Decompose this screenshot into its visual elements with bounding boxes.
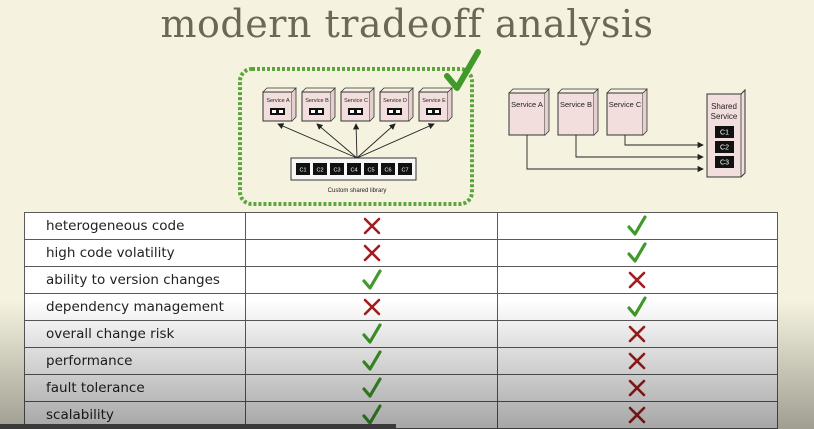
shared-library-rating xyxy=(245,212,498,240)
cross-icon xyxy=(629,352,646,370)
shared-service-label: Shared xyxy=(711,102,737,111)
cross-icon xyxy=(629,271,646,289)
shared-library-rating xyxy=(245,293,498,321)
check-icon xyxy=(627,242,647,263)
library-label: Custom shared library xyxy=(328,188,387,194)
check-icon xyxy=(361,350,382,371)
cross-icon xyxy=(629,325,646,343)
shared-service-rating xyxy=(496,347,779,375)
check-icon xyxy=(361,323,382,344)
shared-library-rating xyxy=(245,320,498,348)
table-row: overall change risk xyxy=(23,320,779,348)
component-label: C3 xyxy=(333,168,340,174)
check-icon xyxy=(361,269,382,290)
table-row: fault tolerance xyxy=(23,374,779,402)
component-label: C7 xyxy=(401,168,408,174)
service-label: Service A xyxy=(511,100,543,109)
check-icon xyxy=(627,215,647,236)
component-label: C2 xyxy=(720,145,729,152)
check-icon xyxy=(361,404,382,425)
library-component: C1 xyxy=(296,163,310,175)
service-label: Service B xyxy=(560,100,592,109)
service-label: Service A xyxy=(266,98,290,104)
library-component: C3 xyxy=(330,163,344,175)
shared-library-option: Service A Service B Service C Service D Serv… xyxy=(238,49,481,206)
dependency-arrow xyxy=(526,135,704,173)
service-component: C1 xyxy=(715,126,734,138)
criterion-label: dependency management xyxy=(23,293,247,321)
shared-service-rating xyxy=(496,401,779,429)
service-box: Service B xyxy=(557,88,599,136)
service-label: Service C xyxy=(609,100,642,109)
check-icon xyxy=(627,296,647,317)
service-box: Service B xyxy=(301,87,336,122)
video-progress-bar xyxy=(0,424,396,429)
shared-service-option: Service A Service B Service C Shared Servi… xyxy=(508,88,746,178)
shared-service-rating xyxy=(496,266,779,294)
shared-library-rating xyxy=(245,347,498,375)
service-box: Service D xyxy=(379,87,414,122)
service-box: Service C xyxy=(340,87,375,122)
service-component: C3 xyxy=(715,156,734,168)
component-label: C4 xyxy=(350,168,357,174)
criterion-label: ability to version changes xyxy=(23,266,247,294)
shared-service-rating xyxy=(496,293,779,321)
dependency-arrow xyxy=(624,135,704,149)
dependency-arrow xyxy=(575,135,704,161)
table-row: high code volatility xyxy=(23,239,779,267)
table-row: heterogeneous code xyxy=(23,212,779,240)
shared-service-label-2: Service xyxy=(711,112,738,121)
library-component: C2 xyxy=(313,163,327,175)
library-component: C4 xyxy=(347,163,361,175)
check-icon xyxy=(444,49,481,91)
shared-library-rating xyxy=(245,266,498,294)
service-box: Service C xyxy=(606,88,648,136)
component-label: C6 xyxy=(384,168,391,174)
criterion-label: performance xyxy=(23,347,247,375)
component-label: C1 xyxy=(720,130,729,137)
component-label: C1 xyxy=(299,168,306,174)
library-component: C6 xyxy=(381,163,395,175)
cross-icon xyxy=(629,406,646,424)
cross-icon xyxy=(363,217,380,235)
table-row: ability to version changes xyxy=(23,266,779,294)
cross-icon xyxy=(363,298,380,316)
service-label: Service C xyxy=(344,98,368,104)
service-label: Service E xyxy=(422,98,446,104)
slide-title: modern tradeoff analysis xyxy=(160,2,654,46)
library-component: C5 xyxy=(364,163,378,175)
service-box: Service A xyxy=(508,88,550,136)
shared-library-rating xyxy=(245,239,498,267)
service-component: C2 xyxy=(715,141,734,153)
criterion-label: overall change risk xyxy=(23,320,247,348)
criterion-label: heterogeneous code xyxy=(23,212,247,240)
service-box: Service E xyxy=(418,87,453,122)
check-icon xyxy=(361,377,382,398)
table-row: dependency management xyxy=(23,293,779,321)
shared-service-rating xyxy=(496,212,779,240)
service-label: Service B xyxy=(305,98,329,104)
library-component: C7 xyxy=(398,163,412,175)
component-label: C5 xyxy=(367,168,374,174)
shared-service-rating xyxy=(496,374,779,402)
component-label: C2 xyxy=(316,168,323,174)
cross-icon xyxy=(629,379,646,397)
shared-service-rating xyxy=(496,239,779,267)
shared-library-rating xyxy=(245,374,498,402)
criterion-label: high code volatility xyxy=(23,239,247,267)
table-row: performance xyxy=(23,347,779,375)
criterion-label: fault tolerance xyxy=(23,374,247,402)
cross-icon xyxy=(363,244,380,262)
component-label: C3 xyxy=(720,160,729,167)
service-box: Service A xyxy=(262,87,297,122)
shared-service-rating xyxy=(496,320,779,348)
selected-frame xyxy=(238,67,474,206)
service-label: Service D xyxy=(383,98,407,104)
architecture-diagrams: Service A Service B Service C Service D Serv… xyxy=(238,49,746,206)
